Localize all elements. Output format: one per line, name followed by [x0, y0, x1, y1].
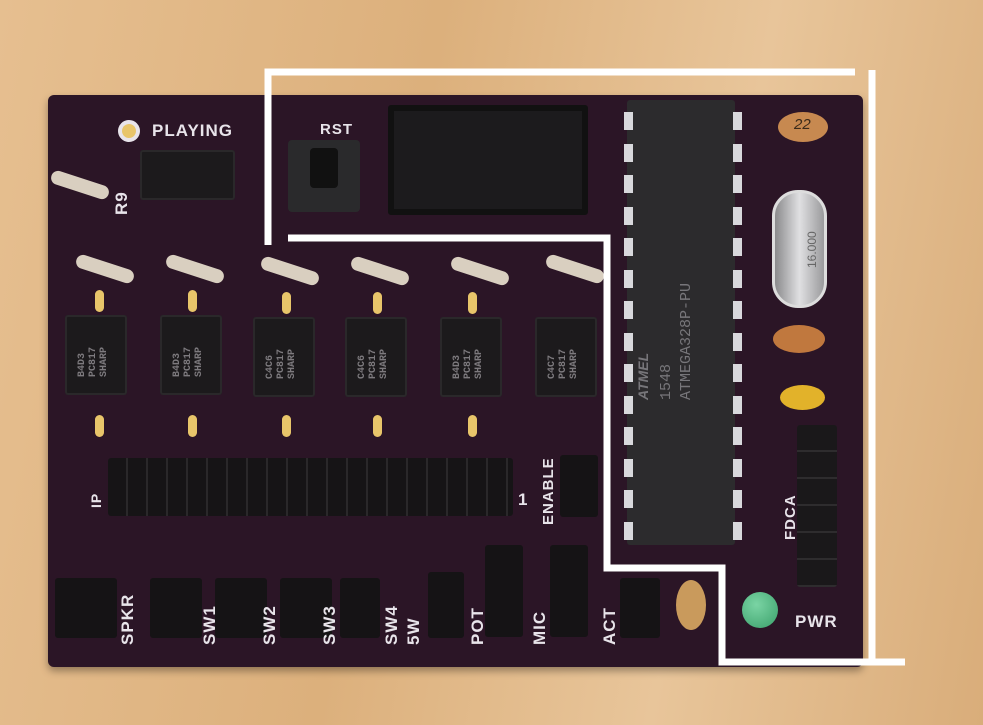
chip-pin — [733, 238, 742, 256]
chip-pin — [624, 112, 633, 130]
optocoupler-top — [140, 150, 235, 200]
chip-pin — [733, 112, 742, 130]
sw4-jumper — [340, 578, 380, 638]
pad — [282, 415, 291, 437]
chip-pin — [624, 301, 633, 319]
capacitor — [773, 325, 825, 353]
chip-pin — [624, 206, 633, 225]
pad — [282, 292, 291, 314]
chip-pin — [624, 238, 633, 256]
label-1: 1 — [518, 490, 529, 509]
chip-pin — [624, 143, 633, 162]
chip-pin — [733, 395, 742, 414]
optocoupler-1: B4D3 PC817 SHARP — [65, 315, 127, 395]
chip-pin — [733, 490, 742, 508]
act-jumper — [620, 578, 660, 638]
chip-pin — [733, 521, 742, 540]
playing-pad — [118, 120, 140, 142]
jumper-header-row — [108, 458, 513, 516]
pad — [188, 415, 197, 437]
pad — [468, 292, 477, 314]
optocoupler-5: B4D3 PC817 SHARP — [440, 317, 502, 397]
chip-pin — [624, 175, 633, 193]
chip-pin — [733, 301, 742, 319]
pad — [95, 415, 104, 437]
power-led — [742, 592, 778, 628]
spkr-jumper — [55, 578, 117, 638]
cap-label: 22 — [794, 116, 811, 133]
chip-pin — [733, 427, 742, 445]
chip-pin — [624, 332, 633, 351]
chip-pin — [624, 427, 633, 445]
5w-jumper — [428, 572, 464, 638]
sw2-jumper — [215, 578, 267, 638]
capacitor-22 — [778, 112, 828, 142]
chip-pin — [624, 490, 633, 508]
pad — [95, 290, 104, 312]
chip-pin — [624, 458, 633, 477]
chip-pin — [733, 458, 742, 477]
chip-pin — [733, 206, 742, 225]
chip-pin — [733, 364, 742, 382]
atmega-chip: 1548 ATMEGA328P-PU ATMEL — [627, 100, 735, 545]
pad — [188, 290, 197, 312]
pad — [468, 415, 477, 437]
optocoupler-2: B4D3 PC817 SHARP — [160, 315, 222, 395]
optocoupler-6: C4C7 PC817 SHARP — [535, 317, 597, 397]
fdca-header — [797, 425, 837, 587]
optocoupler-3: C4C6 PC817 SHARP — [253, 317, 315, 397]
chip-pin — [733, 143, 742, 162]
chip-pin — [733, 269, 742, 288]
mic-jumper — [550, 545, 588, 637]
label-rst: RST — [320, 121, 353, 138]
pad — [373, 292, 382, 314]
chip-pin — [624, 269, 633, 288]
chip-pin — [733, 175, 742, 193]
crystal: 16.000 — [772, 190, 827, 308]
label-playing: PLAYING — [152, 121, 234, 140]
pot-jumper — [485, 545, 523, 637]
capacitor — [676, 580, 706, 630]
reset-button[interactable] — [288, 140, 360, 212]
chip-pin — [733, 332, 742, 351]
chip-pin — [624, 364, 633, 382]
tantalum-capacitor — [780, 385, 825, 410]
sw3-jumper — [280, 578, 332, 638]
chip-pin — [624, 395, 633, 414]
sw1-jumper — [150, 578, 202, 638]
optocoupler-4: C4C6 PC817 SHARP — [345, 317, 407, 397]
chip-pin — [624, 521, 633, 540]
label-pwr: PWR — [795, 612, 838, 631]
enable-jumper — [560, 455, 598, 517]
pad — [373, 415, 382, 437]
isp-header — [388, 105, 588, 215]
